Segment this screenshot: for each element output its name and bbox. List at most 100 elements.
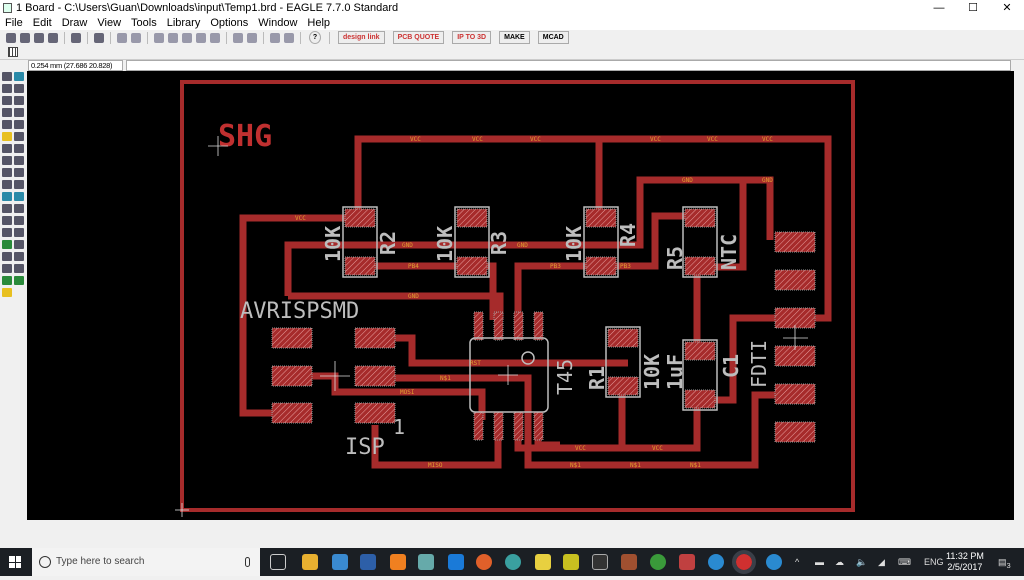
- change-icon[interactable]: [14, 120, 24, 129]
- task-view-icon[interactable]: [270, 554, 286, 570]
- stop-icon[interactable]: [270, 32, 280, 43]
- help-app-icon[interactable]: [708, 554, 724, 570]
- maximize-button[interactable]: ☐: [968, 2, 978, 14]
- menu-draw[interactable]: Draw: [61, 17, 88, 29]
- copy-icon[interactable]: [14, 96, 24, 105]
- onedrive-icon[interactable]: ☁: [835, 557, 844, 567]
- board-icon[interactable]: [131, 32, 141, 43]
- app-icon[interactable]: [563, 554, 579, 570]
- replace-icon[interactable]: [14, 144, 24, 153]
- zoom-out-icon[interactable]: [182, 32, 192, 43]
- menu-tools[interactable]: Tools: [131, 17, 157, 29]
- design-link-button[interactable]: design link: [338, 31, 385, 44]
- errors-icon[interactable]: [2, 288, 12, 297]
- delete-icon[interactable]: [14, 132, 24, 141]
- help-tray-icon[interactable]: [766, 554, 782, 570]
- rotate-icon[interactable]: [14, 108, 24, 117]
- firefox-icon[interactable]: [476, 554, 492, 570]
- split-icon[interactable]: [2, 180, 12, 189]
- grid-icon[interactable]: [8, 47, 18, 57]
- drc-icon[interactable]: [14, 264, 24, 273]
- zoom-in-icon[interactable]: [168, 32, 178, 43]
- make-button[interactable]: MAKE: [499, 31, 530, 44]
- group-icon[interactable]: [2, 120, 12, 129]
- clock[interactable]: 11:32 PM 2/5/2017: [946, 551, 984, 573]
- ip-to-3d-button[interactable]: IP TO 3D: [452, 31, 492, 44]
- eagle-taskbar-icon[interactable]: [732, 550, 756, 574]
- redo-icon[interactable]: [247, 32, 257, 43]
- app-icon[interactable]: [505, 554, 521, 570]
- smash-icon[interactable]: [14, 168, 24, 177]
- app-icon[interactable]: [621, 554, 637, 570]
- menu-help[interactable]: Help: [307, 17, 331, 29]
- start-button[interactable]: [9, 556, 21, 568]
- script-icon[interactable]: [71, 32, 81, 43]
- zoom-select-icon[interactable]: [210, 32, 220, 43]
- undo-icon[interactable]: [233, 32, 243, 43]
- route-icon[interactable]: [2, 192, 12, 201]
- battery-icon[interactable]: ▬: [815, 557, 824, 567]
- taskbar-search[interactable]: Type here to search: [32, 548, 260, 576]
- action-center-icon[interactable]: ▤3: [998, 557, 1011, 570]
- chrome-icon[interactable]: [650, 554, 666, 570]
- erc-icon[interactable]: [2, 276, 12, 285]
- rect-icon[interactable]: [2, 228, 12, 237]
- lock-icon[interactable]: [2, 156, 12, 165]
- save-icon[interactable]: [20, 32, 30, 43]
- pcb-quote-button[interactable]: PCB QUOTE: [392, 31, 445, 44]
- volume-icon[interactable]: 🔈: [856, 557, 868, 567]
- zoom-fit-icon[interactable]: [154, 32, 164, 43]
- display-icon[interactable]: [2, 84, 12, 93]
- open-icon[interactable]: [6, 32, 16, 43]
- hole-icon[interactable]: [14, 240, 24, 249]
- mcad-button[interactable]: MCAD: [537, 31, 569, 44]
- optimize-icon[interactable]: [14, 180, 24, 189]
- board-canvas[interactable]: SHG AVRISPSMD ISP 1 10K R2 10K R3 10K R4…: [27, 71, 1014, 520]
- app-icon[interactable]: [332, 554, 348, 570]
- value-icon[interactable]: [2, 168, 12, 177]
- sticky-notes-icon[interactable]: [535, 554, 551, 570]
- wifi-icon[interactable]: ◢: [878, 557, 885, 567]
- move-icon[interactable]: [2, 96, 12, 105]
- menu-view[interactable]: View: [97, 17, 122, 29]
- signal-icon[interactable]: [2, 264, 12, 273]
- print-icon[interactable]: [34, 32, 44, 43]
- polygon-icon[interactable]: [14, 228, 24, 237]
- app-icon[interactable]: [418, 554, 434, 570]
- mirror-icon[interactable]: [2, 108, 12, 117]
- name-icon[interactable]: [14, 156, 24, 165]
- arc-icon[interactable]: [14, 216, 24, 225]
- ripup-icon[interactable]: [14, 192, 24, 201]
- keyboard-icon[interactable]: ⌨: [898, 557, 911, 567]
- circle-icon[interactable]: [2, 216, 12, 225]
- menu-options[interactable]: Options: [210, 17, 249, 29]
- terminal-icon[interactable]: [592, 554, 608, 570]
- schematic-icon[interactable]: [117, 32, 127, 43]
- ratsnest-icon[interactable]: [2, 252, 12, 261]
- app-icon[interactable]: [679, 554, 695, 570]
- minimize-button[interactable]: —: [933, 2, 945, 14]
- paste-icon[interactable]: [2, 132, 12, 141]
- show-icon[interactable]: [14, 72, 24, 81]
- mark-icon[interactable]: [14, 84, 24, 93]
- menu-file[interactable]: File: [5, 17, 23, 29]
- text-icon[interactable]: [14, 204, 24, 213]
- ulp-icon[interactable]: [94, 32, 104, 43]
- wire-icon[interactable]: [2, 204, 12, 213]
- info-icon[interactable]: [2, 72, 12, 81]
- autorouter-icon[interactable]: [14, 252, 24, 261]
- cam-icon[interactable]: [48, 32, 58, 43]
- microphone-icon[interactable]: [245, 557, 250, 567]
- zoom-redraw-icon[interactable]: [196, 32, 206, 43]
- vertical-scrollbar[interactable]: [1014, 71, 1024, 520]
- command-input[interactable]: [126, 60, 1011, 71]
- go-icon[interactable]: [284, 32, 294, 43]
- menu-library[interactable]: Library: [166, 17, 201, 29]
- vlc-icon[interactable]: [390, 554, 406, 570]
- via-icon[interactable]: [2, 240, 12, 249]
- edge-icon[interactable]: [448, 554, 464, 570]
- attribute-icon[interactable]: [14, 276, 24, 285]
- language-indicator[interactable]: ENG: [924, 557, 944, 567]
- app-icon[interactable]: [360, 554, 376, 570]
- add-icon[interactable]: [2, 144, 12, 153]
